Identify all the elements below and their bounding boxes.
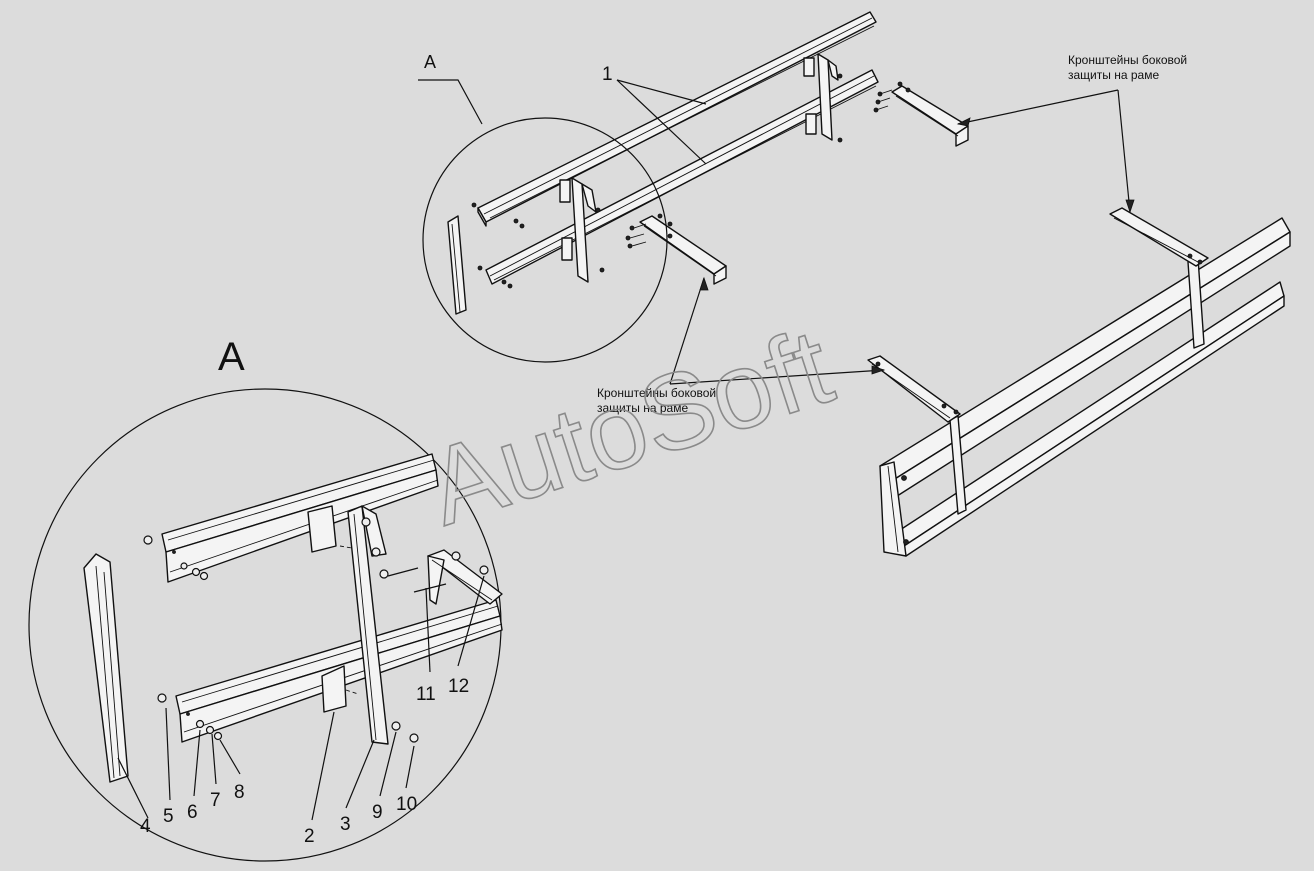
- upper-fasteners: [471, 73, 911, 289]
- callout-12: 12: [448, 676, 469, 697]
- upper-bracket-center: [639, 215, 727, 285]
- assembled-frame: [867, 207, 1291, 557]
- callout-10: 10: [396, 794, 417, 815]
- callout-1: 1: [602, 64, 613, 85]
- upper-loose-post: [447, 215, 467, 315]
- upper-bracket-right: [891, 85, 969, 147]
- callout-6: 6: [187, 802, 198, 823]
- detail-vertical-post-3: [347, 505, 389, 745]
- callout-7: 7: [210, 790, 221, 811]
- detail-post-4: [83, 553, 129, 783]
- detail-letter-large: A: [218, 335, 245, 379]
- leader-bracket-center-2: [669, 369, 885, 385]
- bracket-label-center-line2: защиты на раме: [597, 401, 688, 415]
- detail-fasteners: [143, 535, 489, 743]
- leader-1-a: [616, 79, 707, 105]
- upper-rail-top: [477, 11, 877, 227]
- bracket-label-right-line1: Кронштейны боковой: [1068, 53, 1187, 67]
- callout-3: 3: [340, 814, 351, 835]
- detail-bracket: [427, 549, 503, 605]
- callout-4: 4: [140, 816, 151, 837]
- callout-11: 11: [416, 684, 436, 705]
- upper-vertical-post-left: [571, 177, 597, 283]
- detail-leader-a: [418, 79, 483, 125]
- bracket-label-right-line2: защиты на раме: [1068, 68, 1159, 82]
- detail-letter-small: A: [424, 52, 436, 72]
- detail-rail-upper: [161, 453, 439, 583]
- upper-vertical-post-right: [817, 53, 839, 141]
- leader-bracket-center-1: [669, 277, 705, 385]
- callout-9: 9: [372, 802, 383, 823]
- leader-1-b: [616, 79, 707, 165]
- callout-8: 8: [234, 782, 245, 803]
- watermark-text: AutoSoft: [414, 305, 845, 548]
- upper-plates: [559, 57, 817, 261]
- detail-circle-small: [422, 117, 668, 363]
- detail-plates-2: [307, 505, 347, 713]
- callout-2: 2: [304, 826, 315, 847]
- bracket-label-center-line1: Кронштейны боковой: [597, 386, 716, 400]
- leader-bracket-right-2: [1117, 89, 1131, 213]
- leader-bracket-right-1: [957, 89, 1119, 125]
- callout-5: 5: [163, 806, 174, 827]
- detail-leaders: [117, 575, 485, 821]
